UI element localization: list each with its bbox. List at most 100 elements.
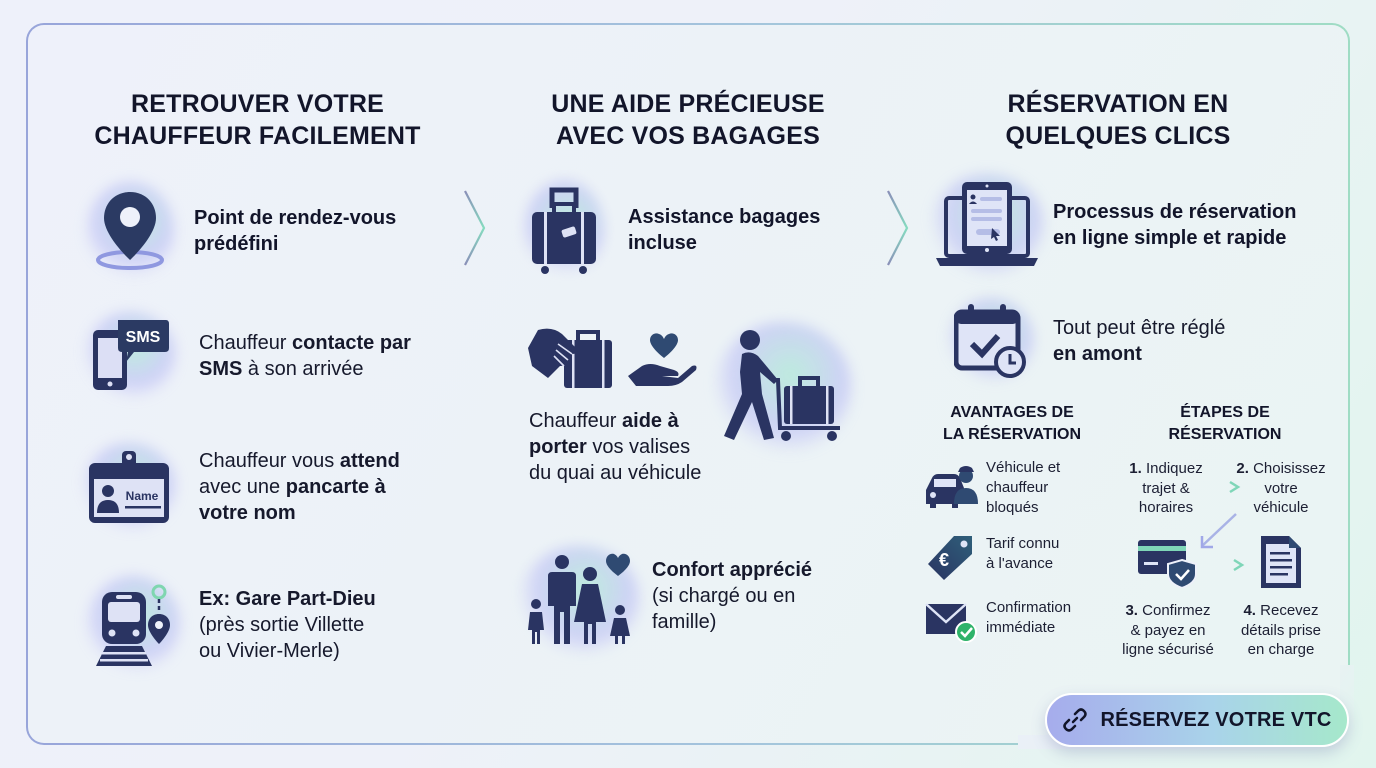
step-number: 3. [1125, 602, 1138, 619]
svg-text:€: € [939, 550, 949, 570]
text-line: Chauffeur aide à [529, 408, 701, 434]
text-line: (près sortie Villette [199, 614, 365, 636]
arrow-down-left-icon [1200, 513, 1237, 549]
text-line: trajet & [1142, 479, 1190, 497]
text-line: 4. Recevez [1228, 601, 1334, 621]
text-span: Choisissez [1253, 460, 1326, 477]
text-line: ligne sécurisé [1122, 641, 1214, 658]
text-span: Confirmez [1142, 602, 1211, 619]
title-line: LA RÉSERVATION [942, 426, 1082, 443]
laptop-tablet-form-icon [936, 180, 1038, 270]
svg-text:SMS: SMS [126, 329, 161, 346]
text-line: immédiate [986, 619, 1056, 636]
text-line: en ligne simple et rapide [1053, 227, 1287, 249]
title-line: RÉSERVATION [1168, 426, 1282, 443]
advantage-text: Véhicule et chauffeur bloqués [986, 458, 1060, 518]
feature-online-booking: Processus de réservation en ligne simple… [936, 180, 1296, 270]
card-shield-icon [1138, 540, 1197, 588]
title-line: AVEC VOS BAGAGES [556, 122, 820, 150]
text-line: Chauffeur contacte par [199, 330, 411, 356]
text-line: en charge [1247, 641, 1315, 658]
text-line: (si chargé ou en [652, 585, 796, 607]
feature-meeting-point: Point de rendez-vous prédéfini [92, 188, 396, 274]
text-span: Chauffeur [199, 331, 293, 354]
step-number: 1. [1129, 460, 1142, 477]
link-icon [1063, 708, 1088, 732]
text-line: Ex: Gare Part-Dieu [199, 586, 376, 612]
text-line: Véhicule et [986, 459, 1061, 476]
step-3: 3. Confirmez & payez en ligne sécurisé [1108, 601, 1228, 660]
feature-sms-contact: SMS Chauffeur contacte par SMS à son arr… [90, 318, 411, 393]
family-heart-icon [524, 552, 634, 648]
feature-text-carry-help: Chauffeur aide à porter vos valises du q… [529, 408, 701, 486]
text-line: 2. Choisissez [1224, 459, 1338, 479]
text-bold: attend [339, 450, 400, 472]
euro-price-tag-icon: € [928, 536, 972, 580]
text-line: du quai au véhicule [529, 462, 702, 484]
feature-text: Assistance bagages incluse [628, 204, 820, 256]
text-line: Chauffeur vous attend [199, 448, 400, 474]
text-span: vos valises [586, 436, 691, 458]
title-line: CHAUFFEUR FACILEMENT [94, 122, 421, 150]
title-line: ÉTAPES DE [1180, 404, 1270, 421]
text-bold: votre nom [199, 502, 296, 524]
text-span: Indiquez [1145, 460, 1203, 477]
advantage-text: Tarif connu à l'avance [986, 534, 1059, 574]
step-number: 2. [1236, 460, 1249, 477]
book-vtc-button[interactable]: RÉSERVEZ VOTRE VTC [1045, 693, 1349, 747]
advantage-known-price: € Tarif connu à l'avance [926, 534, 1059, 580]
text-span: Chauffeur [529, 410, 623, 432]
text-line: Confort apprécié [652, 557, 812, 583]
envelope-check-icon [925, 603, 977, 643]
name-badge-icon: Name [88, 449, 170, 525]
feature-text: Chauffeur vous attend avec une pancarte … [199, 448, 400, 526]
text-span: à son arrivée [242, 357, 364, 380]
content-frame [26, 23, 1350, 745]
feature-text: Chauffeur contacte par SMS à son arrivée [199, 330, 411, 382]
text-line: Tout peut être réglé [1053, 317, 1226, 339]
text-line: Processus de réservation [1053, 201, 1297, 223]
text-line: 1. Indiquez [1112, 459, 1220, 479]
step-4: 4. Recevez détails prise en charge [1228, 601, 1334, 660]
map-pin-icon [92, 188, 168, 274]
title-line: AVANTAGES DE [950, 404, 1074, 421]
text-line: Confirmation [986, 599, 1072, 616]
hand-suitcase-icon [528, 328, 612, 388]
text-line: Point de rendez-vous [194, 207, 397, 229]
column-title-find-driver: RETROUVER VOTRE CHAUFFEUR FACILEMENT [60, 88, 455, 152]
text-line: votre [1264, 479, 1298, 497]
feature-carry-help-icons [528, 326, 614, 395]
feature-comfort: Confort apprécié (si chargé ou en famill… [524, 552, 812, 648]
advantage-text: Confirmation immédiate [986, 598, 1071, 638]
text-line: à l'avance [986, 555, 1054, 572]
train-station-icon [92, 582, 174, 668]
text-span: avec une [199, 476, 286, 498]
document-icon [1261, 536, 1301, 588]
text-bold: pancarte à [285, 476, 386, 498]
title-line: RETROUVER VOTRE [130, 90, 385, 118]
title-line: QUELQUES CLICS [1005, 122, 1231, 150]
text-line: Tarif connu [986, 535, 1060, 552]
title-line: RÉSERVATION EN [1007, 90, 1229, 118]
text-bold: en amont [1053, 343, 1142, 365]
advantage-instant-confirmation: Confirmation immédiate [924, 598, 1071, 644]
text-line: avec une pancarte à [199, 474, 400, 500]
text-bold: aide à [622, 410, 679, 432]
text-bold: Ex: Gare Part-Dieu [199, 588, 376, 610]
step-number: 4. [1243, 602, 1256, 619]
cta-label: RÉSERVEZ VOTRE VTC [1100, 708, 1332, 731]
text-bold: SMS [199, 357, 243, 380]
text-span: Recevez [1260, 602, 1319, 619]
feature-text: Confort apprécié (si chargé ou en famill… [652, 557, 812, 635]
arrow-right-icon [1200, 480, 1241, 494]
sms-phone-icon: SMS [90, 318, 170, 393]
person-luggage-cart-icon [720, 328, 846, 448]
text-line: SMS à son arrivée [199, 356, 411, 382]
feature-name-sign: Name Chauffeur vous attend avec une panc… [88, 448, 400, 526]
text-line: & payez en [1130, 621, 1206, 639]
feature-settled-in-advance: Tout peut être réglé en amont [954, 304, 1225, 378]
hand-heart-icon [628, 332, 698, 393]
text-line: bloqués [986, 499, 1039, 516]
text-line: incluse [628, 232, 697, 254]
chevron-right-icon [887, 190, 909, 266]
